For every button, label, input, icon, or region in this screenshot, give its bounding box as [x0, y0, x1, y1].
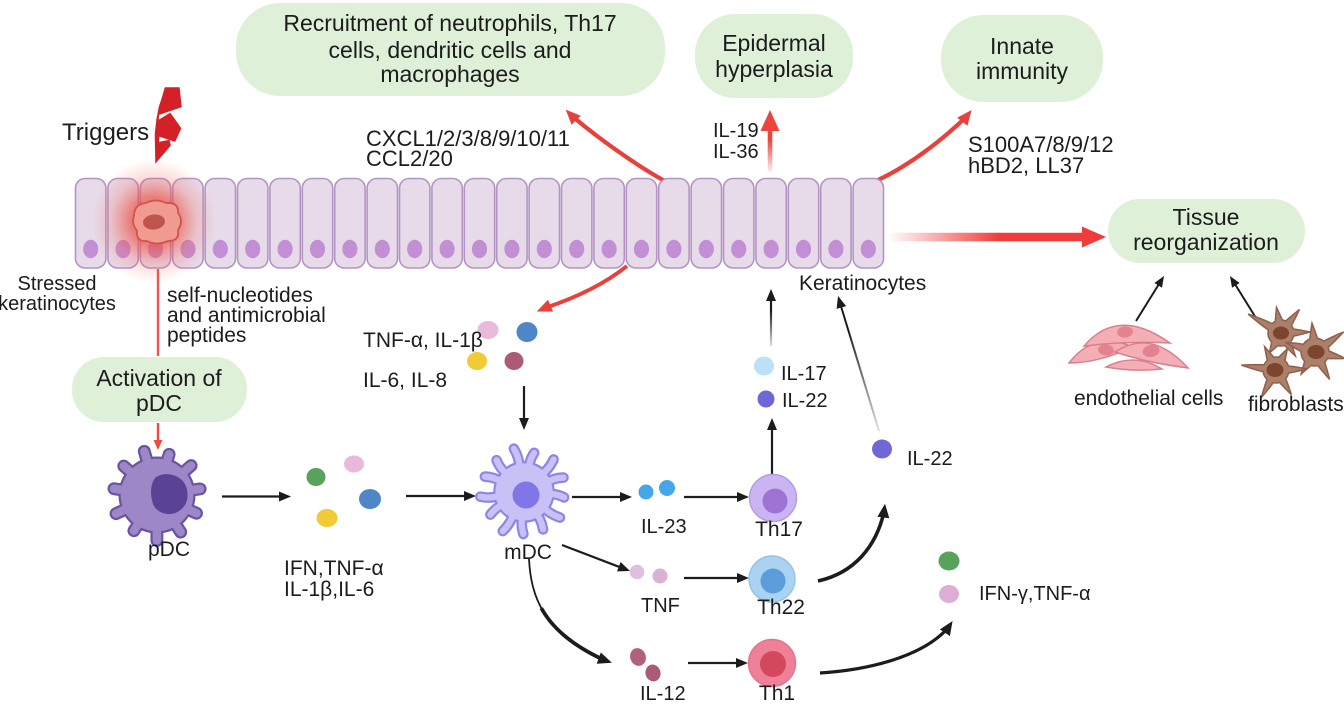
svg-text:Th17: Th17: [755, 518, 803, 541]
svg-text:Th1: Th1: [759, 682, 795, 702]
svg-text:IL-19: IL-19: [713, 120, 759, 142]
svg-text:cells, dendritic cells and: cells, dendritic cells and: [329, 37, 572, 63]
svg-text:IL-6, IL-8: IL-6, IL-8: [363, 369, 447, 392]
svg-text:reorganization: reorganization: [1133, 229, 1279, 255]
svg-text:keratinocytes: keratinocytes: [0, 293, 116, 315]
svg-text:Stressed: Stressed: [18, 273, 97, 295]
svg-text:IL-17: IL-17: [781, 363, 827, 385]
svg-text:fibroblasts: fibroblasts: [1248, 393, 1344, 416]
svg-text:pDC: pDC: [148, 538, 190, 561]
svg-text:peptides: peptides: [167, 324, 246, 347]
svg-text:Innate: Innate: [990, 33, 1054, 59]
svg-text:TNF: TNF: [641, 595, 680, 617]
svg-text:macrophages: macrophages: [380, 61, 519, 87]
svg-text:IL-23: IL-23: [641, 516, 687, 538]
svg-text:CXCL1/2/3/8/9/10/11: CXCL1/2/3/8/9/10/11: [366, 126, 570, 151]
svg-text:IL-12: IL-12: [640, 683, 686, 702]
svg-text:IL-1β,IL-6: IL-1β,IL-6: [284, 578, 374, 601]
svg-text:Epidermal: Epidermal: [722, 30, 826, 56]
svg-text:mDC: mDC: [504, 541, 552, 564]
svg-text:hyperplasia: hyperplasia: [715, 56, 833, 82]
svg-text:Tissue: Tissue: [1173, 204, 1240, 230]
svg-text:endothelial cells: endothelial cells: [1074, 387, 1223, 410]
svg-text:IL-22: IL-22: [782, 390, 828, 412]
svg-text:Recruitment of neutrophils, Th: Recruitment of neutrophils, Th17: [283, 10, 616, 36]
svg-text:Th22: Th22: [757, 596, 805, 619]
svg-text:Keratinocytes: Keratinocytes: [799, 272, 926, 295]
svg-text:IL-36: IL-36: [713, 141, 759, 163]
svg-text:IFN,TNF-α: IFN,TNF-α: [284, 557, 384, 580]
svg-text:Activation of: Activation of: [96, 365, 222, 391]
svg-text:and antimicrobial: and antimicrobial: [167, 304, 326, 327]
svg-text:TNF-α, IL-1β: TNF-α, IL-1β: [363, 329, 483, 352]
svg-text:hBD2, LL37: hBD2, LL37: [968, 153, 1084, 178]
svg-text:immunity: immunity: [976, 58, 1069, 84]
svg-text:self-nucleotides: self-nucleotides: [167, 284, 313, 307]
svg-text:Triggers: Triggers: [62, 119, 149, 146]
svg-text:S100A7/8/9/12: S100A7/8/9/12: [968, 132, 1114, 157]
svg-text:pDC: pDC: [136, 390, 182, 416]
svg-text:IFN-γ,TNF-α: IFN-γ,TNF-α: [979, 583, 1091, 605]
svg-text:CCL2/20: CCL2/20: [366, 146, 453, 171]
svg-text:IL-22: IL-22: [907, 448, 953, 470]
